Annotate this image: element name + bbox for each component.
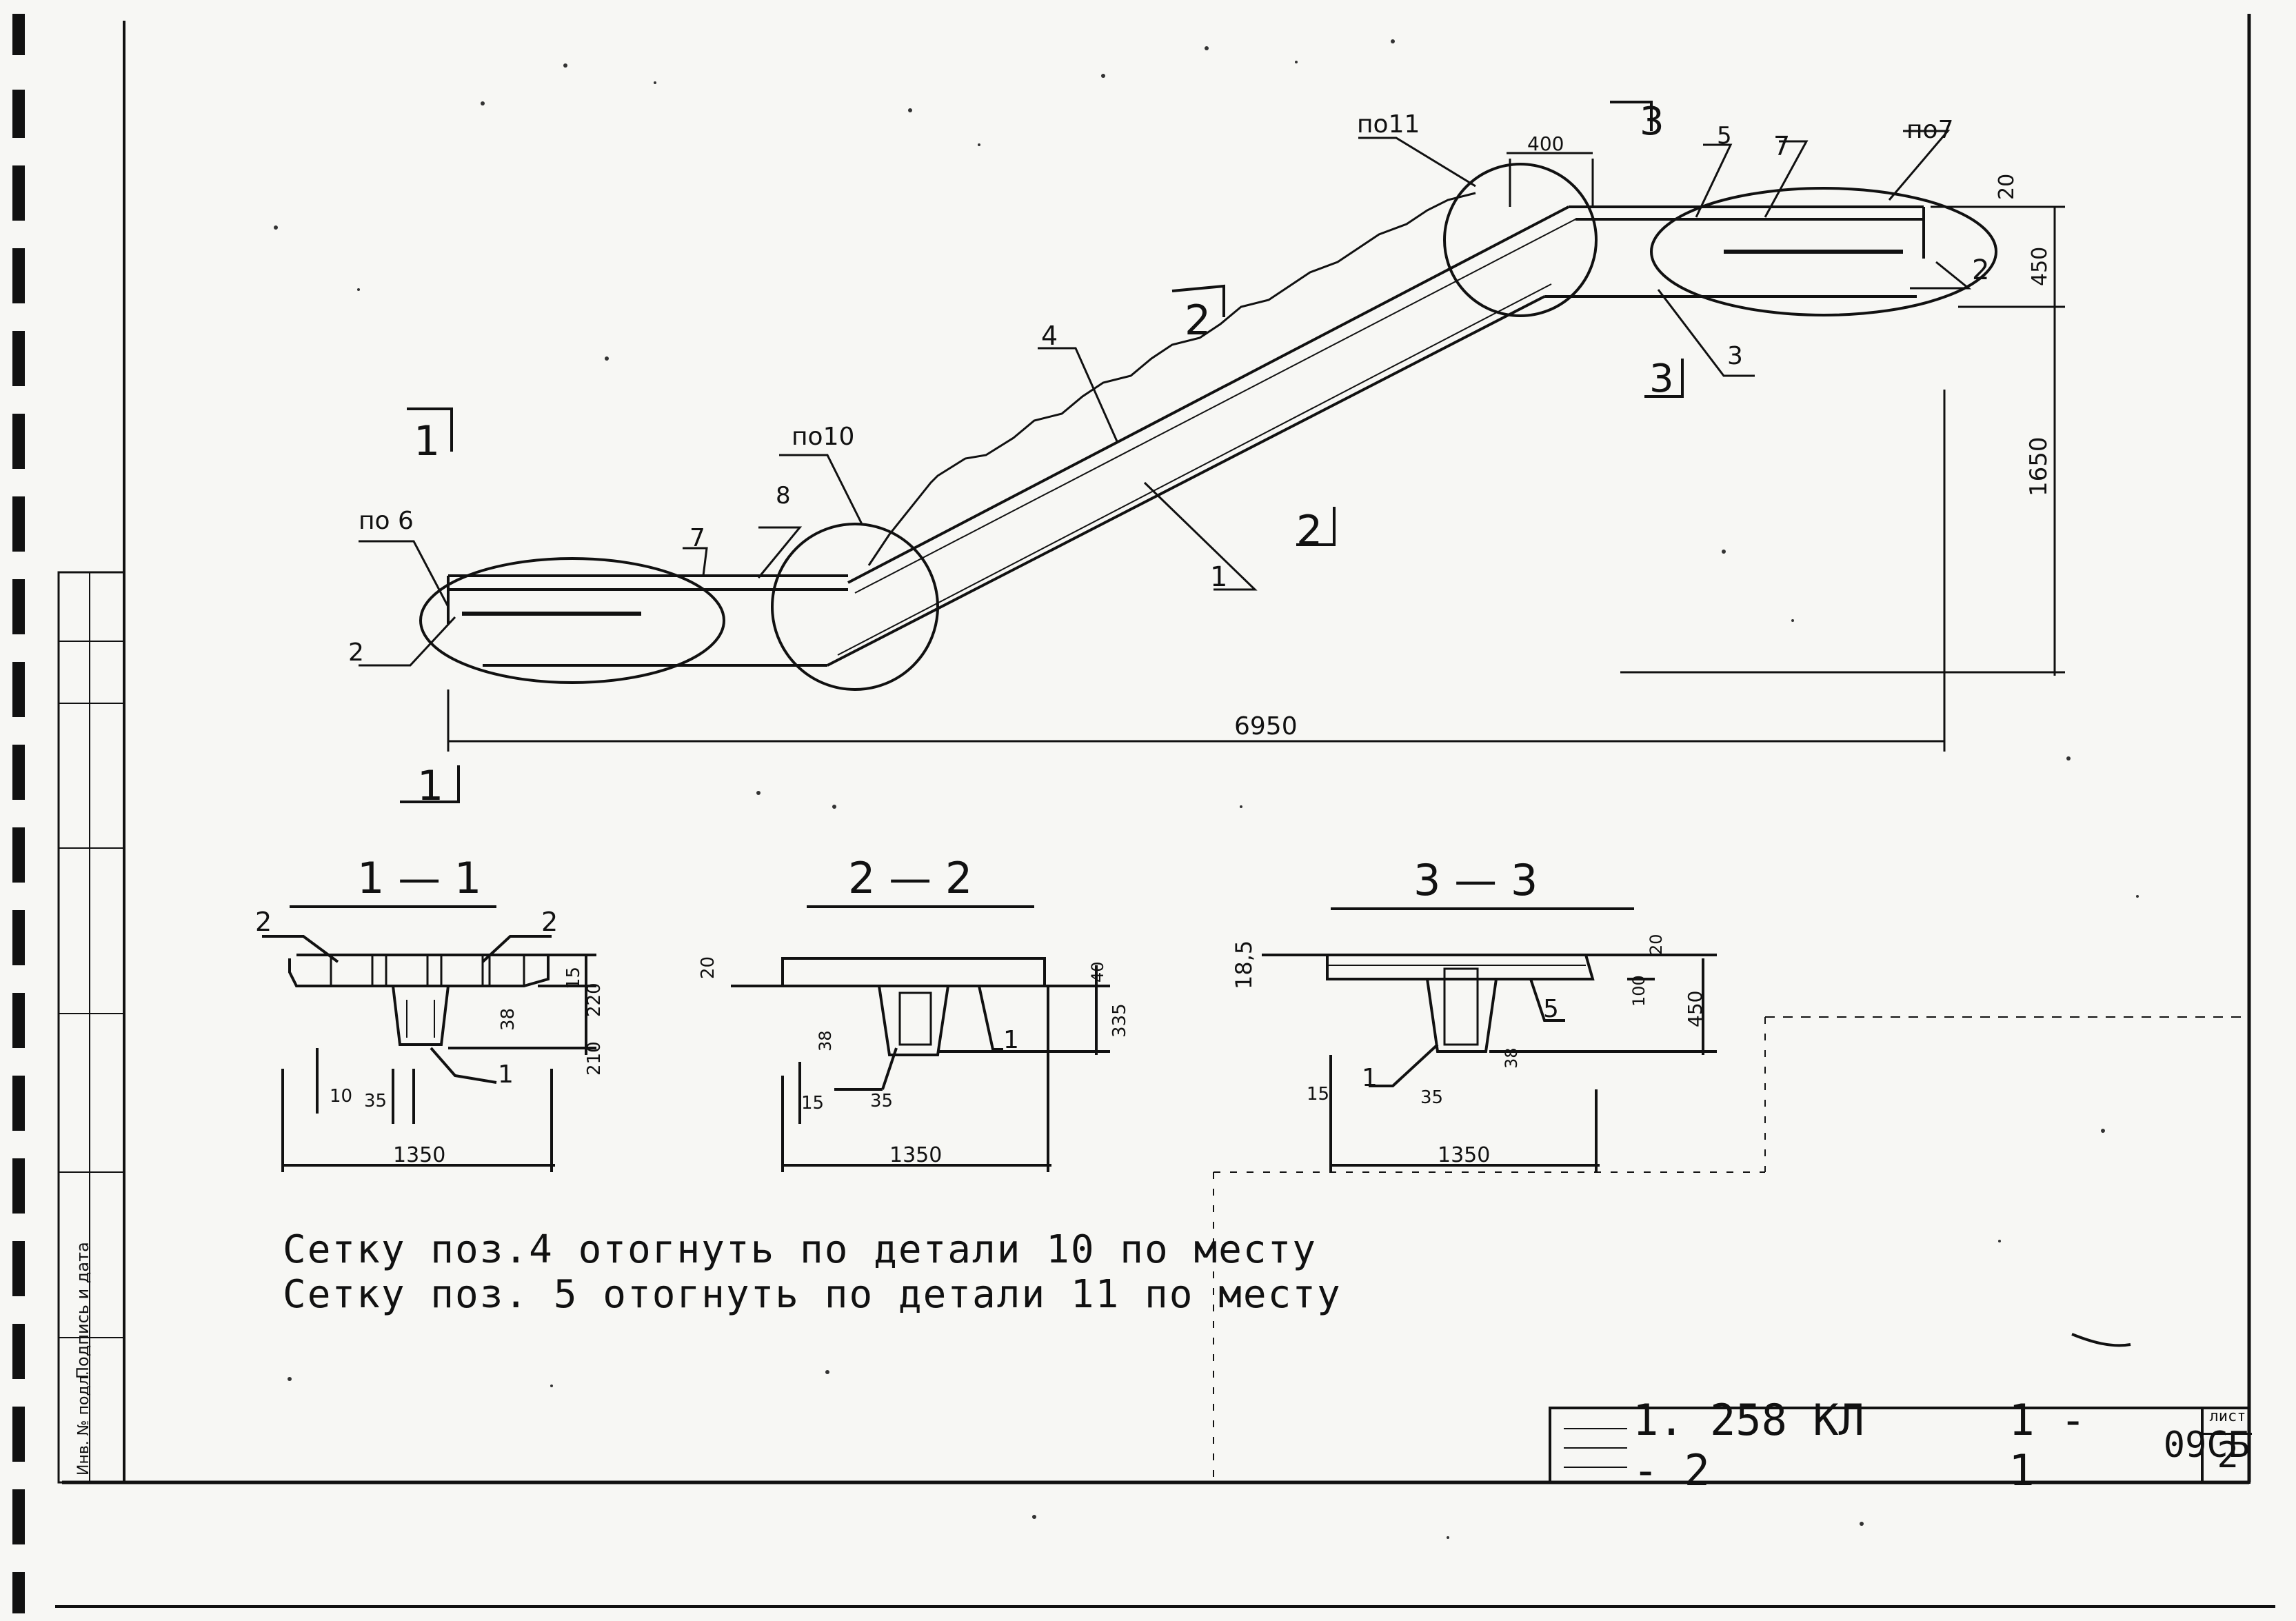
title-block: 1. 258 КЛ - 2 1 - 1 09СБ: [1550, 1395, 2250, 1496]
section-1-1-title: 1 — 1: [357, 853, 481, 903]
dimension-lines: [447, 152, 2065, 752]
callout-pos7: по7: [1906, 116, 1953, 144]
dim-total-length: 6950: [1234, 712, 1298, 741]
section-markers: [400, 101, 1684, 803]
callout-7-right: 7: [1773, 131, 1790, 161]
drawing-kind: 09СБ: [2163, 1424, 2250, 1466]
section-2-2: [731, 905, 1110, 1172]
section-1-1-width: 1350: [393, 1143, 445, 1167]
margin-inv-label: Инв. № подл.: [75, 1371, 92, 1476]
stair-elevation: [447, 192, 1925, 667]
section-2-2-d15: 15: [801, 1093, 824, 1114]
section-2-2-d38: 38: [816, 1030, 835, 1051]
section-3-bottom-marker: 3: [1649, 356, 1674, 401]
note-line-2: Сетку поз. 5 отогнуть по детали 11 по ме…: [283, 1272, 1342, 1317]
callout-pos6: по 6: [359, 507, 414, 535]
section-3-3-d15: 15: [1307, 1084, 1329, 1105]
drawing-code: 1. 258 КЛ - 2: [1633, 1395, 1864, 1496]
callout-4: 4: [1041, 321, 1058, 351]
dim-notch: 400: [1527, 132, 1564, 155]
section-2-top-marker: 2: [1185, 296, 1211, 345]
section-1-1-d210: 210: [584, 1041, 605, 1076]
section-1-1: [262, 905, 596, 1172]
section-3-3-label-pos5: 5: [1543, 995, 1559, 1023]
callout-2-right: 2: [1972, 254, 1989, 286]
section-1-1-d10: 10: [330, 1086, 352, 1107]
section-1-1-label-pos: 1: [498, 1060, 514, 1089]
section-2-2-width: 1350: [889, 1143, 942, 1167]
section-1-1-d220: 220: [584, 983, 605, 1017]
section-3-3: [1262, 907, 1717, 1172]
section-1-bottom-marker: 1: [417, 762, 443, 810]
dim-height: 1650: [2025, 436, 2053, 496]
section-3-3-d38: 38: [1502, 1047, 1521, 1069]
binding-holes: [12, 14, 25, 1613]
callout-2-left: 2: [348, 638, 364, 667]
section-1-1-label-right: 2: [541, 907, 558, 937]
section-3-3-width: 1350: [1438, 1143, 1490, 1167]
callout-3: 3: [1727, 342, 1743, 370]
section-2-bottom-marker: 2: [1296, 507, 1322, 555]
callout-pos11: по11: [1357, 110, 1420, 139]
callout-8: 8: [776, 482, 791, 510]
section-2-2-title: 2 — 2: [848, 853, 972, 903]
sheet-number: 2: [2217, 1435, 2239, 1476]
section-3-3-d35: 35: [1420, 1087, 1443, 1108]
leader-lines: [359, 130, 1972, 667]
section-1-1-d38: 38: [498, 1008, 518, 1031]
section-2-2-d335: 335: [1109, 1003, 1130, 1038]
dim-top-slab: 450: [2028, 247, 2052, 286]
callout-7-left: 7: [689, 524, 705, 552]
section-3-3-label-pos1: 1: [1362, 1064, 1378, 1092]
margin-signature-label: Подпись и дата: [73, 1242, 92, 1379]
section-3-3-title: 3 — 3: [1413, 855, 1538, 905]
dim-top-cover: 20: [1995, 174, 2019, 200]
drawing-part: 1 - 1: [2008, 1395, 2086, 1496]
section-3-top-marker: 3: [1640, 99, 1664, 144]
note-line-1: Сетку поз.4 отогнуть по детали 10 по мес…: [283, 1227, 1318, 1272]
drawing-frame: [55, 14, 2275, 1608]
sheet-number-box: лист 2: [2201, 1408, 2252, 1482]
section-3-3-d450: 450: [1684, 991, 1706, 1027]
section-3-3-d185: 18,5: [1231, 940, 1257, 989]
section-2-2-label-pos: 1: [1003, 1026, 1019, 1054]
section-3-3-d20: 20: [1647, 934, 1666, 955]
sheet-label: лист: [2204, 1408, 2252, 1435]
callout-pos10: по10: [792, 423, 854, 451]
scan-noise: [274, 39, 2139, 1539]
section-2-2-d20: 20: [698, 956, 718, 979]
section-2-2-d35: 35: [870, 1091, 893, 1111]
section-1-1-d15: 15: [563, 967, 584, 989]
scan-mark: [2071, 1333, 2131, 1347]
section-1-top-marker: 1: [414, 417, 440, 465]
callout-5: 5: [1717, 122, 1732, 150]
callout-1: 1: [1210, 561, 1227, 593]
section-3-3-d100: 100: [1629, 975, 1649, 1007]
section-1-1-d35: 35: [364, 1091, 387, 1111]
detail-circles: [419, 163, 1997, 691]
section-1-1-label-left: 2: [255, 907, 272, 937]
section-2-2-d40: 40: [1088, 961, 1107, 983]
